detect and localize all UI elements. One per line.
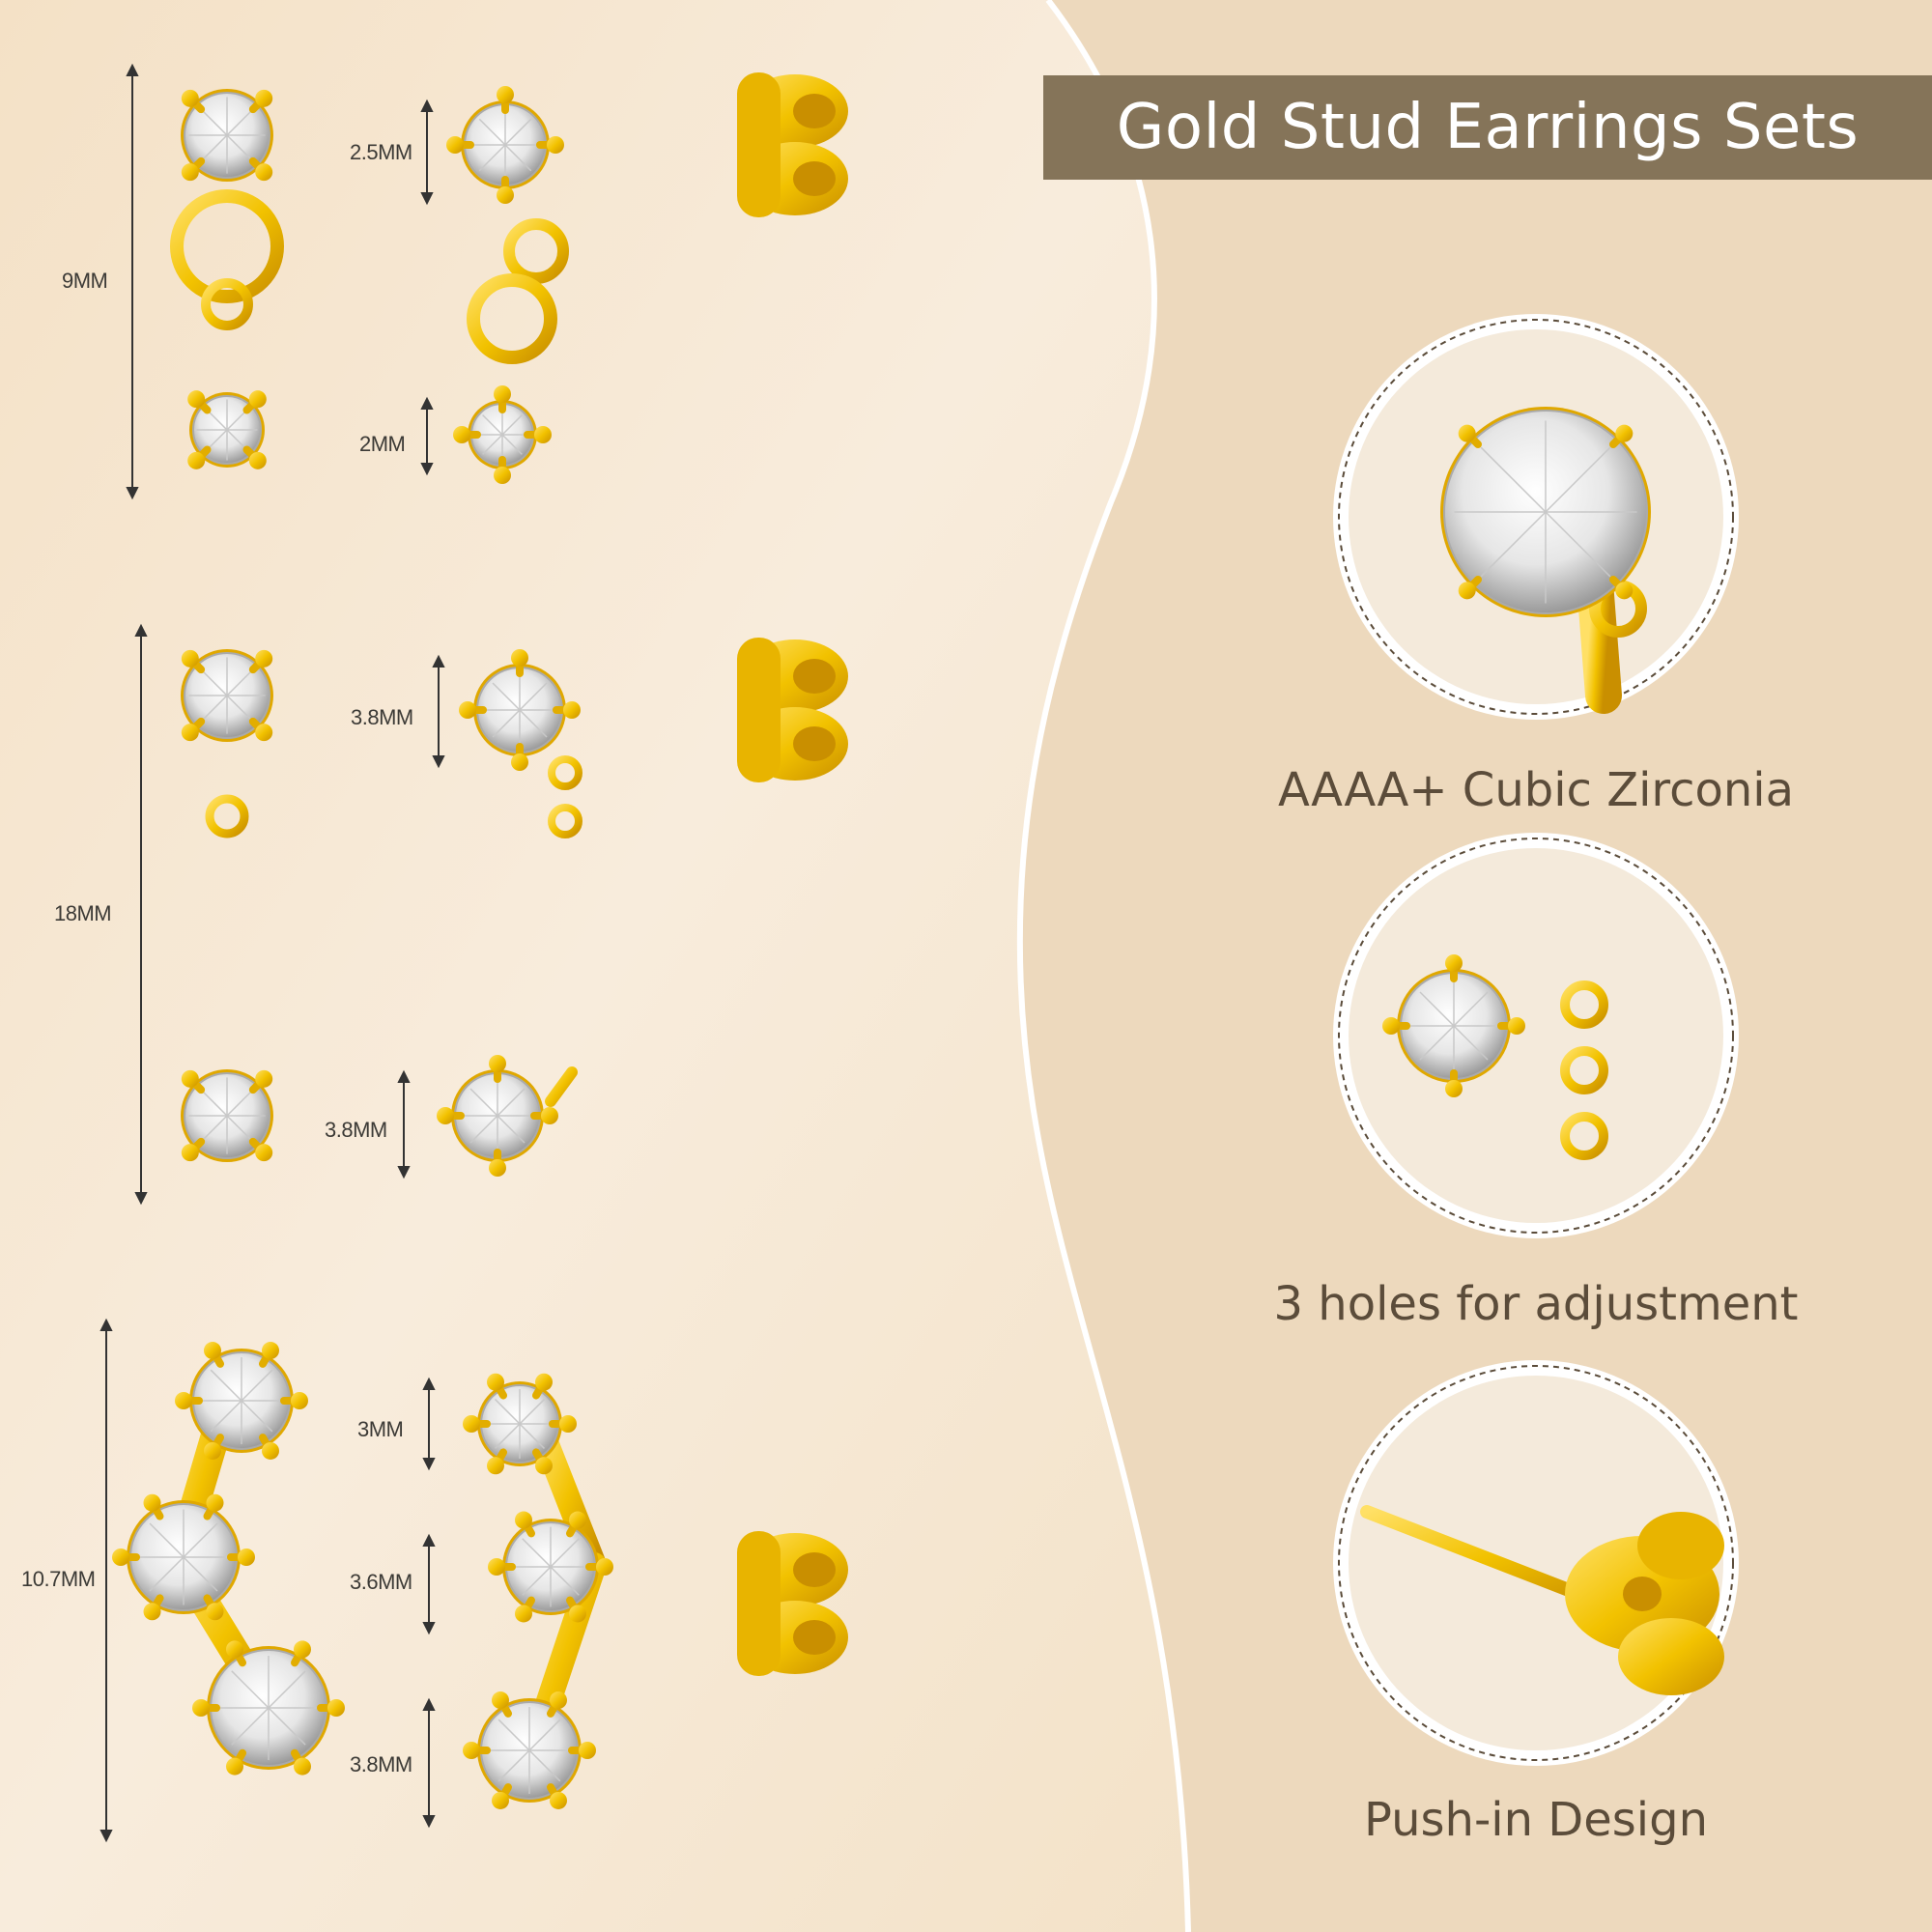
feature-label-push-in: Push-in Design <box>1363 1793 1708 1847</box>
prongs <box>1458 424 1634 600</box>
earring1-side-bottom-stone <box>468 400 537 469</box>
earring1-length-dim <box>126 63 139 500</box>
jump-ring <box>503 218 569 284</box>
earring3-side-stone2 <box>502 1519 599 1615</box>
earring1-front-small-ring <box>201 278 253 330</box>
earring1-front-top-stone <box>181 89 273 182</box>
closeup3-back <box>1565 1512 1724 1695</box>
prongs <box>181 649 273 742</box>
prongs <box>488 1511 613 1623</box>
earring2-front-bottom-stone <box>181 1069 273 1162</box>
earring2-side-bottom-stone <box>451 1069 544 1162</box>
feature-label-adjustment: 3 holes for adjustment <box>1273 1277 1799 1331</box>
closeup1-stone <box>1440 407 1651 617</box>
earring3-side-stone1 <box>477 1381 562 1466</box>
prongs <box>175 1342 308 1460</box>
left-panel-wave <box>0 0 1188 1932</box>
prongs <box>463 1373 577 1475</box>
dim-label-earring1-stone1: 2.5MM <box>350 140 412 164</box>
earring2-back <box>737 638 848 782</box>
dim-label-earring1-length: 9MM <box>62 269 108 293</box>
prongs <box>1382 954 1525 1097</box>
prongs <box>181 89 273 182</box>
earring2-front-top-stone <box>181 649 273 742</box>
earring3-back <box>737 1531 848 1676</box>
prongs <box>112 1493 255 1621</box>
prongs <box>187 390 267 469</box>
divider-curve <box>1016 0 1191 1932</box>
earring2-side-top-stone <box>473 664 566 756</box>
earring1-stone1-dim <box>420 99 434 206</box>
earring1-stone2-dim <box>420 396 434 476</box>
prongs <box>192 1640 345 1776</box>
dim-label-earring3-stone1: 3MM <box>357 1417 404 1441</box>
prongs <box>437 1055 558 1177</box>
jump-ring <box>1560 980 1608 1029</box>
earring3-front-stone2 <box>127 1500 241 1614</box>
jump-ring <box>1560 1046 1608 1094</box>
dim-label-earring2-length: 18MM <box>54 901 112 925</box>
prongs <box>453 385 552 484</box>
earring2-length-dim <box>134 623 148 1206</box>
jump-ring <box>205 794 249 838</box>
earring3-front-stone1 <box>189 1349 294 1453</box>
dim-label-earring3-stone2: 3.6MM <box>350 1570 412 1594</box>
adjustment-holes-closeup-icon <box>1333 833 1739 1238</box>
dim-label-earring2-stone1: 3.8MM <box>351 705 413 729</box>
jump-ring <box>548 804 582 838</box>
feature-label-zirconia: AAAA+ Cubic Zirconia <box>1277 763 1795 817</box>
earring3-stone2-dim <box>422 1533 436 1635</box>
earring3-length-dim <box>99 1318 113 1843</box>
earring1-side-top-stone <box>461 100 550 189</box>
earring3-front-stone3 <box>207 1646 330 1770</box>
dim-label-earring1-stone2: 2MM <box>359 432 406 456</box>
jump-ring <box>548 755 582 790</box>
gold-bar <box>545 1066 578 1107</box>
dim-label-earring3-stone3: 3.8MM <box>350 1752 412 1776</box>
jump-ring <box>467 273 557 364</box>
closeup3-post <box>1360 1505 1610 1610</box>
earring2-stone2-dim <box>397 1069 411 1179</box>
earring3-side-stone3 <box>477 1698 582 1803</box>
prongs <box>181 1069 273 1162</box>
closeup2-stone <box>1397 969 1511 1083</box>
earring1-back <box>737 72 848 217</box>
page-title: Gold Stud Earrings Sets <box>1116 92 1860 163</box>
prongs <box>463 1691 596 1809</box>
dim-label-earring2-stone2: 3.8MM <box>325 1118 387 1142</box>
title-banner: Gold Stud Earrings Sets <box>1043 75 1932 180</box>
earring3-stone1-dim <box>422 1377 436 1471</box>
dim-label-earring3-length: 10.7MM <box>21 1567 96 1591</box>
earring1-front-ring <box>170 189 284 303</box>
earring2-stone1-dim <box>432 654 445 769</box>
earring3-stone3-dim <box>422 1697 436 1829</box>
